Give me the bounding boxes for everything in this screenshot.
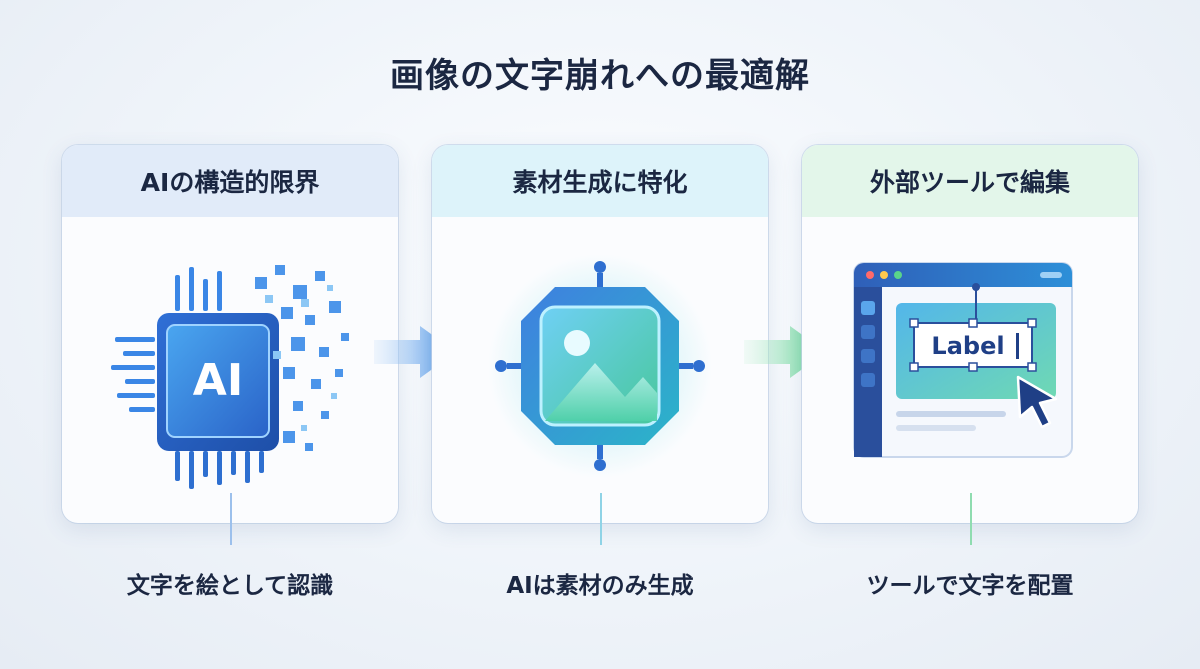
chip-text: AI [193,355,243,406]
connector-line-1 [230,493,232,545]
caption-3: ツールで文字を配置 [866,573,1074,599]
caption-1: 文字を絵として認識 [126,573,334,599]
card-ai-limits: AIの構造的限界 [62,145,398,523]
caption-2: AIは素材のみ生成 [506,573,694,599]
label-text: Label [931,332,1004,360]
connector-line-3 [970,493,972,545]
page-title: 画像の文字崩れへの最適解 [390,56,810,96]
card-external-tool: 外部ツールで編集 [802,145,1138,523]
image-asset-icon [488,254,712,478]
ai-chip-icon: AI [111,265,349,489]
card-header-ai-limits: AIの構造的限界 [62,145,398,217]
cursor-icon [1016,375,1058,429]
editor-window-icon: Label [853,262,1073,458]
connector-line-2 [600,493,602,545]
card-header-asset-generation: 素材生成に特化 [432,145,768,217]
card-asset-generation: 素材生成に特化 [432,145,768,523]
card-header-external-tool: 外部ツールで編集 [802,145,1138,217]
